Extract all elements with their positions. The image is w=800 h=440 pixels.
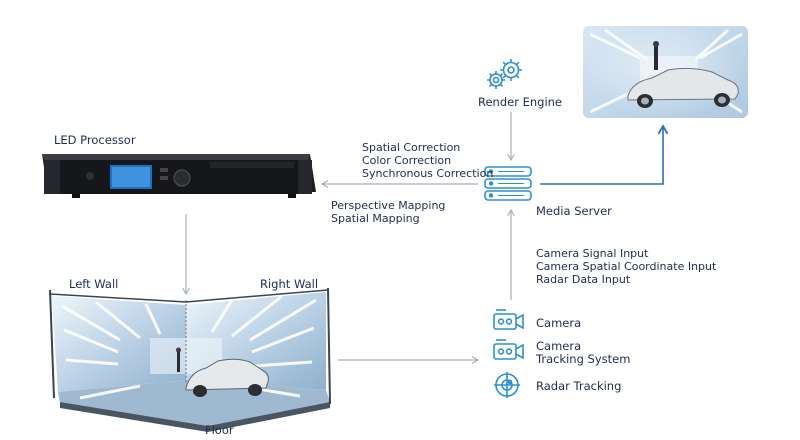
camera-label: Camera xyxy=(536,316,582,330)
render-engine-label: Render Engine xyxy=(478,95,563,109)
radar-target-icon xyxy=(494,372,520,398)
led-processor-label: LED Processor xyxy=(54,133,136,147)
correction-labels: Spatial Correction Color Correction Sync… xyxy=(362,141,493,180)
led-processor-device xyxy=(42,154,316,198)
floor-label: Floor xyxy=(205,423,234,437)
color-correction-label: Color Correction xyxy=(362,154,452,167)
tracking-system-line2: Tracking System xyxy=(536,352,631,366)
radar-data-input-label: Radar Data Input xyxy=(536,273,631,286)
radar-tracking-label: Radar Tracking xyxy=(536,379,622,393)
media-server-label: Media Server xyxy=(536,204,612,218)
server-to-preview-arrow xyxy=(540,124,669,185)
input-labels: Camera Signal Input Camera Spatial Coord… xyxy=(536,247,716,286)
camera-spatial-coordinate-input-label: Camera Spatial Coordinate Input xyxy=(536,260,717,273)
render-preview-image xyxy=(583,26,748,118)
synchronous-correction-label: Synchronous Correction xyxy=(362,167,494,180)
perspective-mapping-label: Perspective Mapping xyxy=(331,199,446,212)
right-wall-label: Right Wall xyxy=(260,277,319,291)
gears-icon xyxy=(487,59,522,89)
server-stack-icon xyxy=(484,166,532,201)
led-stage-image xyxy=(49,287,331,432)
camera-signal-input-label: Camera Signal Input xyxy=(536,247,649,260)
left-wall-label: Left Wall xyxy=(69,277,119,291)
tracking-system-line1: Camera xyxy=(536,339,582,353)
tracking-system-label: Camera Tracking System xyxy=(536,340,630,366)
video-camera-icon xyxy=(493,339,524,360)
spatial-mapping-label: Spatial Mapping xyxy=(331,212,420,225)
video-camera-icon xyxy=(493,309,524,330)
mapping-labels: Perspective Mapping Spatial Mapping xyxy=(331,199,445,225)
spatial-correction-label: Spatial Correction xyxy=(362,141,461,154)
